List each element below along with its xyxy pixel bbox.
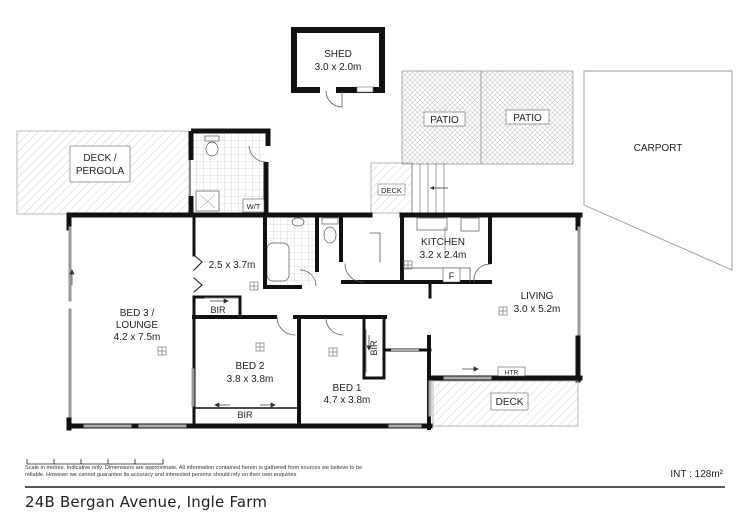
- bed1-bir-label: BIR: [369, 340, 379, 356]
- bed1-label: BED 1: [333, 383, 362, 394]
- bed3-label: BED 3 /: [120, 308, 155, 319]
- bed1-size: 4.7 x 3.8m: [324, 395, 371, 406]
- disclaimer-text: Scale in metres. Indicative only. Dimens…: [25, 465, 363, 478]
- deck-pergola: DECK / PERGOLA: [16, 130, 190, 215]
- shed-size: 3.0 x 2.0m: [315, 62, 362, 73]
- deck-pergola-label: DECK /: [83, 153, 117, 164]
- room-labels: KITCHEN 3.2 x 2.4m 2.5 x 3.7m BIR BED 3 …: [114, 237, 561, 420]
- patio-label-2: PATIO: [513, 113, 542, 124]
- kitchen-size: 3.2 x 2.4m: [420, 250, 467, 261]
- kitchen-label: KITCHEN: [421, 237, 465, 248]
- sliding-door-arrows: [69, 269, 479, 408]
- heater: HTR: [497, 366, 526, 377]
- carport-label: CARPORT: [634, 143, 683, 154]
- fridge-label: F: [449, 271, 455, 281]
- bed2-label: BED 2: [236, 361, 265, 372]
- shed: SHED 3.0 x 2.0m: [291, 27, 385, 108]
- bir-top-label: BIR: [210, 305, 226, 315]
- vent-icon: [255, 342, 265, 352]
- house-walls: [66, 212, 583, 431]
- scale-bar: [26, 459, 164, 465]
- bed3-size: 4.2 x 7.5m: [114, 332, 161, 343]
- room-size-2-5x3-7: 2.5 x 3.7m: [209, 260, 256, 271]
- heater-label: HTR: [505, 370, 519, 377]
- front-deck-label: DECK: [496, 397, 524, 408]
- bed3-label-2: LOUNGE: [116, 320, 159, 331]
- bathroom: [265, 217, 339, 287]
- small-deck-label: DECK: [381, 186, 402, 195]
- patios: PATIO PATIO: [401, 70, 574, 165]
- property-address: 24B Bergan Avenue, Ingle Farm: [25, 493, 268, 511]
- bed2-size: 3.8 x 3.8m: [227, 374, 274, 385]
- bed2-bir-label: BIR: [237, 410, 253, 420]
- wc-room: W/T: [188, 128, 271, 215]
- shed-label: SHED: [324, 49, 352, 60]
- living-size: 3.0 x 5.2m: [514, 304, 561, 315]
- fridge: F: [442, 267, 461, 283]
- wc-label: W/T: [247, 202, 261, 211]
- vent-icon: [157, 346, 167, 356]
- vent-icon: [328, 347, 338, 357]
- deck-pergola-label-2: PERGOLA: [76, 166, 125, 177]
- vent-icon: [498, 306, 508, 316]
- patio-label-1: PATIO: [430, 115, 459, 126]
- vent-icon: [249, 281, 259, 291]
- small-deck: DECK: [370, 162, 448, 214]
- living-label: LIVING: [521, 291, 554, 302]
- divider: [25, 486, 725, 488]
- internal-area: INT : 128m²: [670, 469, 723, 480]
- front-deck: DECK: [432, 380, 579, 427]
- carport: CARPORT: [583, 70, 733, 271]
